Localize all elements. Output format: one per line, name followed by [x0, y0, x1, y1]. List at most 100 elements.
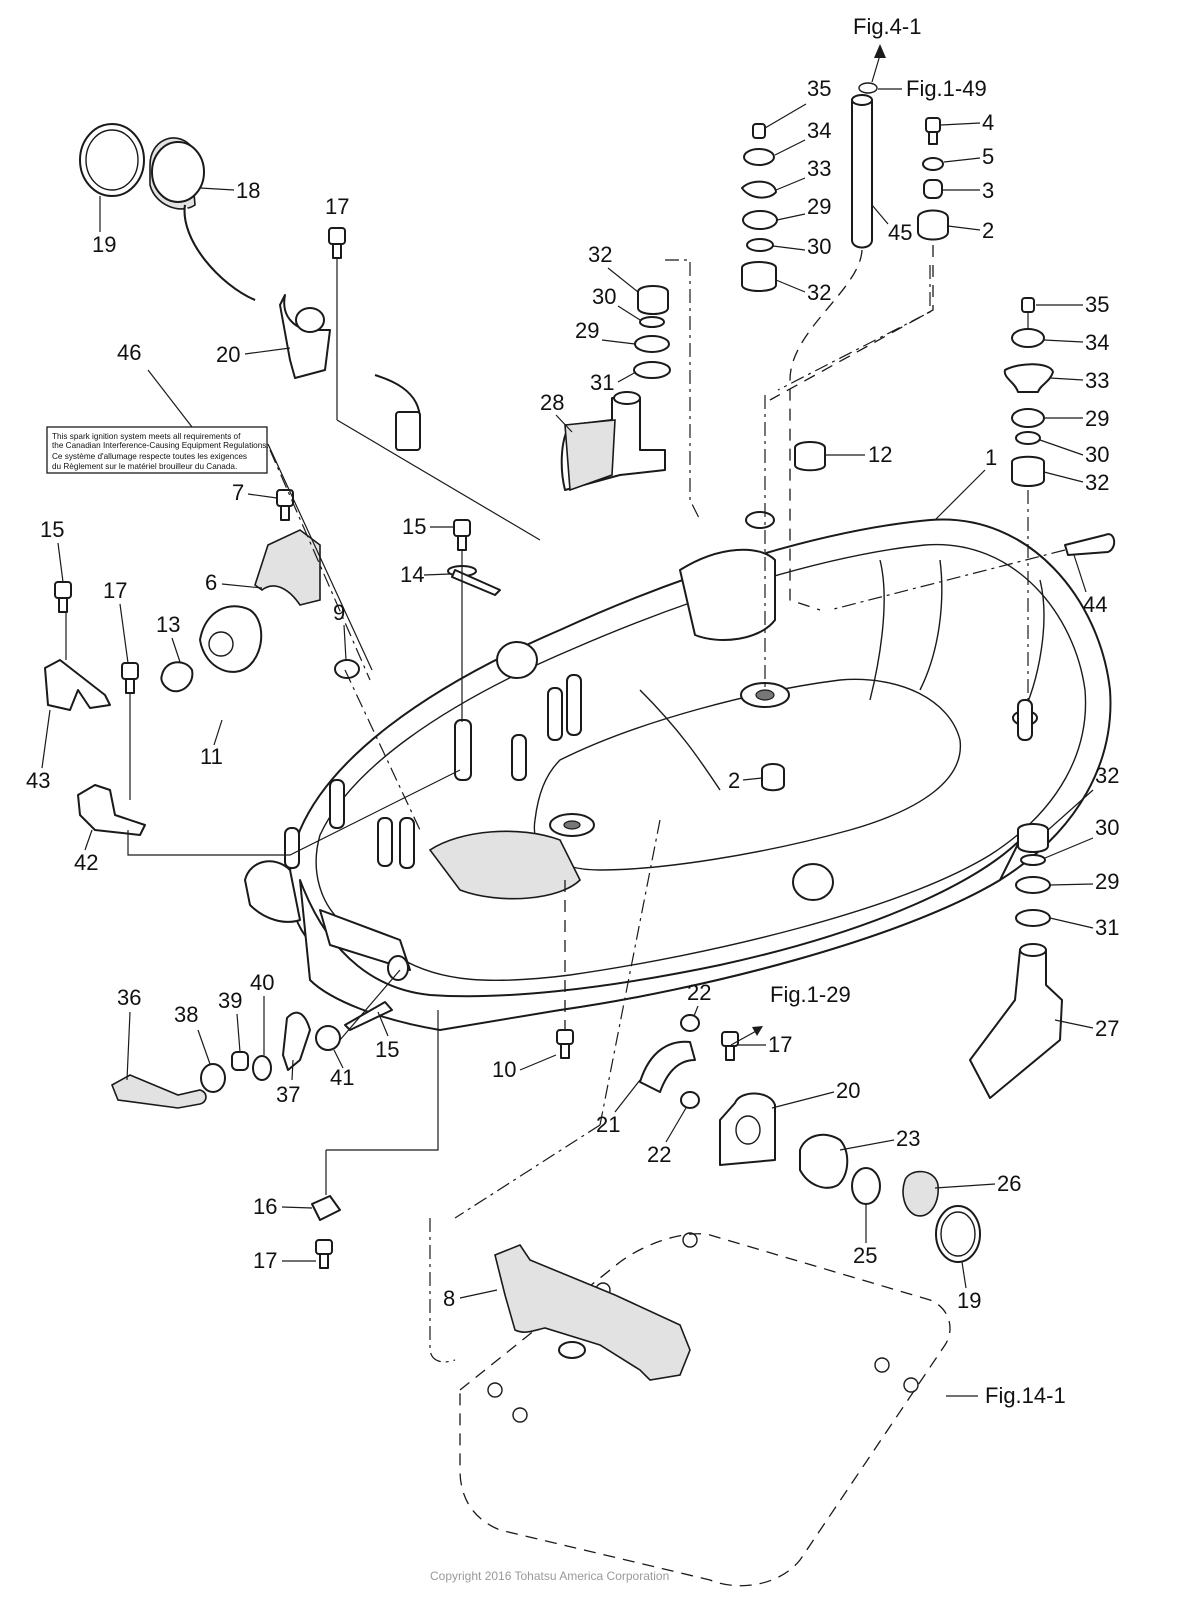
compliance-label-46: This spark ignition system meets all req… [46, 369, 373, 671]
callout-1: 1 [985, 445, 997, 470]
callout-30-left: 30 [592, 284, 616, 309]
callout-37: 37 [276, 1082, 300, 1107]
callout-18: 18 [236, 178, 260, 203]
callout-22-bottom: 22 [647, 1142, 671, 1167]
small-clips[interactable] [447, 519, 501, 722]
callout-30-lower-right: 30 [1095, 815, 1119, 840]
callout-3: 3 [982, 178, 994, 203]
cowling-posts [284, 674, 1033, 869]
assembly-guide-lines [269, 265, 931, 1363]
center-stack-upper[interactable] [741, 123, 778, 690]
callout-13: 13 [156, 612, 180, 637]
fig-ref-1-29[interactable]: Fig.1-29 [770, 982, 851, 1007]
callout-5: 5 [982, 144, 994, 169]
callout-12: 12 [868, 442, 892, 467]
callout-21: 21 [596, 1112, 620, 1137]
arrow-up-icon [874, 44, 886, 58]
callout-32-right: 32 [1085, 470, 1109, 495]
fig-ref-14-1[interactable]: Fig.14-1 [985, 1383, 1066, 1408]
callout-34: 34 [807, 118, 831, 143]
copyright-notice: Copyright 2016 Tohatsu America Corporati… [430, 1569, 669, 1583]
callout-8: 8 [443, 1286, 455, 1311]
bracket-group-left[interactable] [44, 581, 461, 856]
fig-ref-4-1[interactable]: Fig.4-1 [853, 14, 921, 39]
callout-15-latch: 15 [375, 1037, 399, 1062]
callout-35-right: 35 [1085, 292, 1109, 317]
callout-20-right: 20 [836, 1078, 860, 1103]
callout-34-right: 34 [1085, 330, 1109, 355]
callout-39: 39 [218, 988, 242, 1013]
callout-33-right: 33 [1085, 368, 1109, 393]
grommet-stack[interactable] [769, 117, 949, 401]
callout-40: 40 [250, 970, 274, 995]
callout-38: 38 [174, 1002, 198, 1027]
callout-14: 14 [400, 562, 424, 587]
callout-36: 36 [117, 985, 141, 1010]
latch-assembly[interactable] [110, 955, 409, 1109]
callout-2-floor: 2 [728, 768, 740, 793]
compliance-line-2: the Canadian Interference-Causing Equipm… [52, 441, 269, 450]
callout-41: 41 [330, 1065, 354, 1090]
callout-15-left: 15 [40, 517, 64, 542]
stud-and-bolt-bottom[interactable] [311, 1010, 439, 1269]
callout-46: 46 [117, 340, 141, 365]
bracket-part-8[interactable] [494, 1244, 691, 1381]
callout-29-left: 29 [575, 318, 599, 343]
callout-31-left: 31 [590, 370, 614, 395]
callout-6: 6 [205, 570, 217, 595]
callout-43: 43 [26, 768, 50, 793]
figure-references: Fig.4-1 Fig.1-49 Fig.1-29 Fig.14-1 [730, 14, 1066, 1408]
compliance-line-4: du Règlement sur le matériel brouilleur … [52, 462, 237, 471]
flush-plug-assembly[interactable] [639, 1014, 981, 1263]
callout-19-top: 19 [92, 232, 116, 257]
arrow-right-icon [752, 1026, 763, 1036]
right-stack-upper[interactable] [1003, 297, 1054, 700]
callout-29-lower-right: 29 [1095, 869, 1119, 894]
callout-23: 23 [896, 1126, 920, 1151]
callouts: 35 34 33 29 30 32 45 4 5 3 2 35 34 33 29… [26, 76, 1119, 1313]
callout-32-lower-right: 32 [1095, 763, 1119, 788]
callout-17-top: 17 [325, 194, 349, 219]
callout-26: 26 [997, 1171, 1021, 1196]
callout-27: 27 [1095, 1016, 1119, 1041]
callout-42: 42 [74, 850, 98, 875]
callout-4: 4 [982, 110, 994, 135]
callout-10: 10 [492, 1057, 516, 1082]
callout-45: 45 [888, 220, 912, 245]
hose-part-45[interactable] [789, 94, 873, 611]
callout-33: 33 [807, 156, 831, 181]
callout-30-right: 30 [1085, 442, 1109, 467]
callout-9: 9 [333, 600, 345, 625]
callout-35: 35 [807, 76, 831, 101]
bolt-part-10[interactable] [556, 880, 574, 1059]
misc-parts-center[interactable] [761, 441, 1116, 792]
bottom-cowling-part-1[interactable] [244, 511, 1112, 1031]
callout-17-bottom: 17 [253, 1248, 277, 1273]
compliance-line-3: Ce système d'allumage respecte toutes le… [52, 452, 247, 461]
callout-25: 25 [853, 1243, 877, 1268]
callout-30: 30 [807, 234, 831, 259]
callout-16: 16 [253, 1194, 277, 1219]
callout-15-center: 15 [402, 514, 426, 539]
callout-22-top: 22 [687, 980, 711, 1005]
callout-17-right: 17 [768, 1032, 792, 1057]
callout-17-left: 17 [103, 578, 127, 603]
fig-ref-1-49[interactable]: Fig.1-49 [906, 76, 987, 101]
compliance-line-1: This spark ignition system meets all req… [52, 432, 241, 441]
callout-11: 11 [200, 744, 223, 769]
callout-2: 2 [982, 218, 994, 243]
callout-19-bottom: 19 [957, 1288, 981, 1313]
callout-32-left: 32 [588, 242, 612, 267]
callout-28: 28 [540, 390, 564, 415]
right-lever-stack[interactable] [969, 823, 1063, 1099]
plug-assembly-top-left[interactable] [79, 123, 541, 541]
callout-29: 29 [807, 194, 831, 219]
callout-31-lower-right: 31 [1095, 915, 1119, 940]
callout-32: 32 [807, 280, 831, 305]
connector-cover-group[interactable] [160, 489, 360, 693]
clamp-icon [858, 82, 878, 94]
left-lever-stack[interactable] [560, 259, 701, 521]
callout-7: 7 [232, 480, 244, 505]
callout-29-right: 29 [1085, 406, 1109, 431]
